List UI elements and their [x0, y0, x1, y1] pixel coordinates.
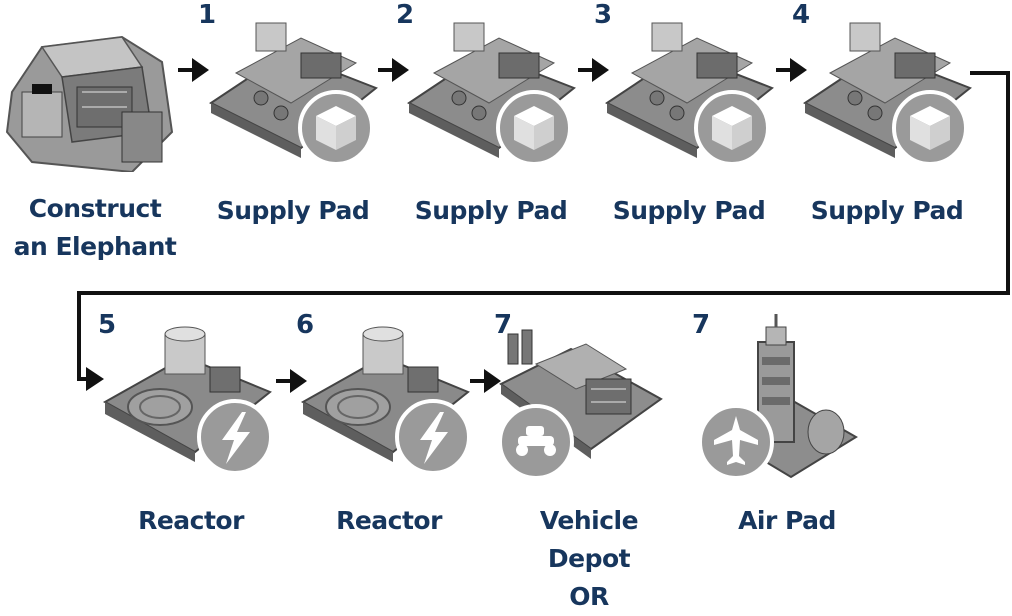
crate-icon [712, 106, 752, 150]
elephant-vehicle-image [2, 22, 182, 172]
step-reactor-1: 5 Reactor [96, 310, 286, 590]
step-label-line: Vehicle [539, 506, 639, 535]
supply-pad-image [206, 18, 381, 183]
supply-pad-image [602, 18, 777, 183]
reactor-image [298, 322, 473, 487]
step-number: 6 [296, 310, 315, 340]
step-label-line: Reactor [138, 506, 244, 535]
step-number: 4 [792, 0, 811, 30]
step-construct-elephant: Construct an Elephant [0, 0, 190, 280]
arrow-right-icon [470, 368, 502, 394]
supply-pad-image [404, 18, 579, 183]
arrow-right-icon [178, 57, 210, 83]
step-label-line: Supply Pad [612, 196, 766, 225]
step-label-line: Construct [28, 194, 162, 223]
step-vehicle-depot: 7 Vehicle Depot OR [494, 310, 684, 611]
airplane-icon [714, 416, 758, 465]
step-supply-pad-2: 2 Supply Pad [396, 0, 586, 280]
arrow-right-icon [276, 368, 308, 394]
step-label-line: an Elephant [13, 232, 177, 261]
step-number: 7 [494, 310, 513, 340]
supply-pad-image [800, 18, 975, 183]
step-air-pad: 7 Air Pad [692, 310, 882, 590]
lightning-icon [222, 412, 250, 464]
step-label-line: Air Pad [738, 506, 836, 535]
buggy-icon [516, 426, 556, 456]
crate-icon [514, 106, 554, 150]
step-supply-pad-4: 4 Supply Pad [792, 0, 982, 280]
step-supply-pad-1: 1 Supply Pad [198, 0, 388, 280]
step-label-line: Depot [547, 544, 631, 573]
step-label-line: Supply Pad [810, 196, 964, 225]
step-supply-pad-3: 3 Supply Pad [594, 0, 784, 280]
vehicle-depot-image [496, 324, 666, 484]
arrow-right-icon [578, 57, 610, 83]
step-label-line: OR [569, 582, 609, 611]
step-number: 7 [692, 310, 711, 340]
step-number: 1 [198, 0, 217, 30]
air-pad-image [696, 312, 861, 482]
step-reactor-2: 6 Reactor [294, 310, 484, 590]
reactor-image [100, 322, 275, 487]
crate-icon [910, 106, 950, 150]
step-label-line: Supply Pad [216, 196, 370, 225]
step-label-line: Reactor [336, 506, 442, 535]
step-number: 3 [594, 0, 613, 30]
arrow-right-icon [776, 57, 808, 83]
arrow-right-icon [378, 57, 410, 83]
step-number: 2 [396, 0, 415, 30]
crate-icon [316, 106, 356, 150]
step-number: 5 [98, 310, 117, 340]
lightning-icon [420, 412, 448, 464]
step-label-line: Supply Pad [414, 196, 568, 225]
